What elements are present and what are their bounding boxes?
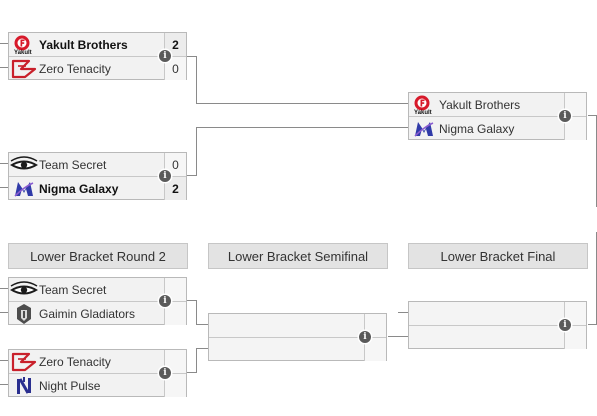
upper-final-match[interactable]: Yakult Brothers Nigma Galaxy — [408, 92, 587, 140]
team-score: 2 — [164, 33, 186, 56]
yakult-logo-icon — [409, 93, 439, 116]
empty-logo-slot — [409, 326, 439, 349]
team-score — [564, 326, 586, 349]
connector-line — [0, 288, 8, 289]
team-row[interactable]: Yakult Brothers — [409, 93, 586, 117]
team-row[interactable] — [209, 314, 386, 338]
yakult-logo-icon — [9, 33, 39, 56]
nigma-galaxy-logo-icon — [409, 117, 439, 140]
team-score — [164, 350, 186, 373]
connector-line — [588, 324, 597, 325]
team-row[interactable] — [409, 326, 586, 349]
team-name: Night Pulse — [39, 378, 101, 393]
team-score — [364, 338, 386, 361]
lower-semifinal-header: Lower Bracket Semifinal — [208, 243, 388, 269]
match-info-icon[interactable]: i — [559, 319, 571, 331]
match-info-icon[interactable]: i — [159, 295, 171, 307]
connector-line — [187, 300, 197, 301]
team-name: Team Secret — [39, 282, 107, 297]
team-row[interactable]: Gaimin Gladiators — [9, 302, 186, 325]
team-name: Zero Tenacity — [39, 61, 111, 76]
team-secret-logo-icon — [9, 153, 39, 176]
team-row[interactable]: Zero Tenacity 0 — [9, 57, 186, 80]
connector-line — [196, 56, 197, 104]
team-score — [364, 314, 386, 337]
team-row[interactable] — [409, 302, 586, 326]
team-secret-logo-icon — [9, 278, 39, 301]
connector-line — [196, 348, 208, 349]
team-score — [564, 93, 586, 116]
upper-semifinal-1-match[interactable]: Yakult Brothers 2 Zero Tenacity 0 — [8, 32, 187, 80]
lower-final-match[interactable] — [408, 301, 587, 349]
empty-logo-slot — [409, 302, 439, 325]
team-row[interactable]: Team Secret 0 — [9, 153, 186, 177]
team-name: Yakult Brothers — [439, 97, 521, 112]
lower-round2-match-2[interactable]: Zero Tenacity Night Pulse — [8, 349, 187, 397]
match-info-icon[interactable]: i — [159, 367, 171, 379]
team-row[interactable]: Nigma Galaxy — [409, 117, 586, 140]
empty-logo-slot — [209, 338, 239, 361]
connector-line — [398, 312, 408, 313]
zero-tenacity-logo-icon — [9, 57, 39, 80]
connector-line — [0, 384, 8, 385]
connector-line — [388, 336, 408, 337]
team-row[interactable]: Team Secret — [9, 278, 186, 302]
team-name: Nigma Galaxy — [439, 121, 515, 136]
team-score: 2 — [164, 177, 186, 200]
team-row[interactable]: Yakult Brothers 2 — [9, 33, 186, 57]
team-name: Team Secret — [39, 157, 107, 172]
lower-final-header: Lower Bracket Final — [408, 243, 588, 269]
connector-line — [196, 127, 197, 176]
team-score: 0 — [164, 57, 186, 80]
team-score — [564, 302, 586, 325]
match-info-icon[interactable]: i — [359, 331, 371, 343]
connector-line — [187, 372, 197, 373]
connector-line — [0, 187, 8, 188]
connector-line — [196, 348, 197, 373]
connector-line — [187, 175, 197, 176]
connector-line — [196, 324, 208, 325]
match-info-icon[interactable]: i — [559, 110, 571, 122]
connector-line — [196, 300, 197, 325]
connector-line — [588, 115, 597, 116]
team-name: Gaimin Gladiators — [39, 306, 136, 321]
lower-round2-header: Lower Bracket Round 2 — [8, 243, 188, 269]
team-name: Yakult Brothers — [39, 37, 128, 52]
connector-line — [0, 360, 8, 361]
team-score — [164, 374, 186, 397]
team-name: Zero Tenacity — [39, 354, 111, 369]
connector-line — [0, 67, 8, 68]
lower-round2-match-1[interactable]: Team Secret Gaimin Gladiators — [8, 277, 187, 325]
team-row[interactable] — [209, 338, 386, 361]
upper-semifinal-2-match[interactable]: Team Secret 0 Nigma Galaxy 2 — [8, 152, 187, 200]
connector-line — [187, 56, 197, 57]
team-score — [164, 302, 186, 325]
team-row[interactable]: Zero Tenacity — [9, 350, 186, 374]
connector-line — [0, 43, 8, 44]
team-row[interactable]: Night Pulse — [9, 374, 186, 397]
connector-line — [0, 312, 8, 313]
connector-line — [196, 127, 408, 128]
lower-semifinal-match[interactable] — [208, 313, 387, 361]
match-info-icon[interactable]: i — [159, 50, 171, 62]
zero-tenacity-logo-icon — [9, 350, 39, 373]
team-score — [564, 117, 586, 140]
team-score — [164, 278, 186, 301]
connector-line — [0, 163, 8, 164]
team-score: 0 — [164, 153, 186, 176]
connector-line — [196, 103, 408, 104]
nigma-galaxy-logo-icon — [9, 177, 39, 200]
night-pulse-logo-icon — [9, 374, 39, 397]
team-row[interactable]: Nigma Galaxy 2 — [9, 177, 186, 200]
gaimin-gladiators-logo-icon — [9, 302, 39, 325]
match-info-icon[interactable]: i — [159, 170, 171, 182]
empty-logo-slot — [209, 314, 239, 337]
team-name: Nigma Galaxy — [39, 181, 119, 196]
